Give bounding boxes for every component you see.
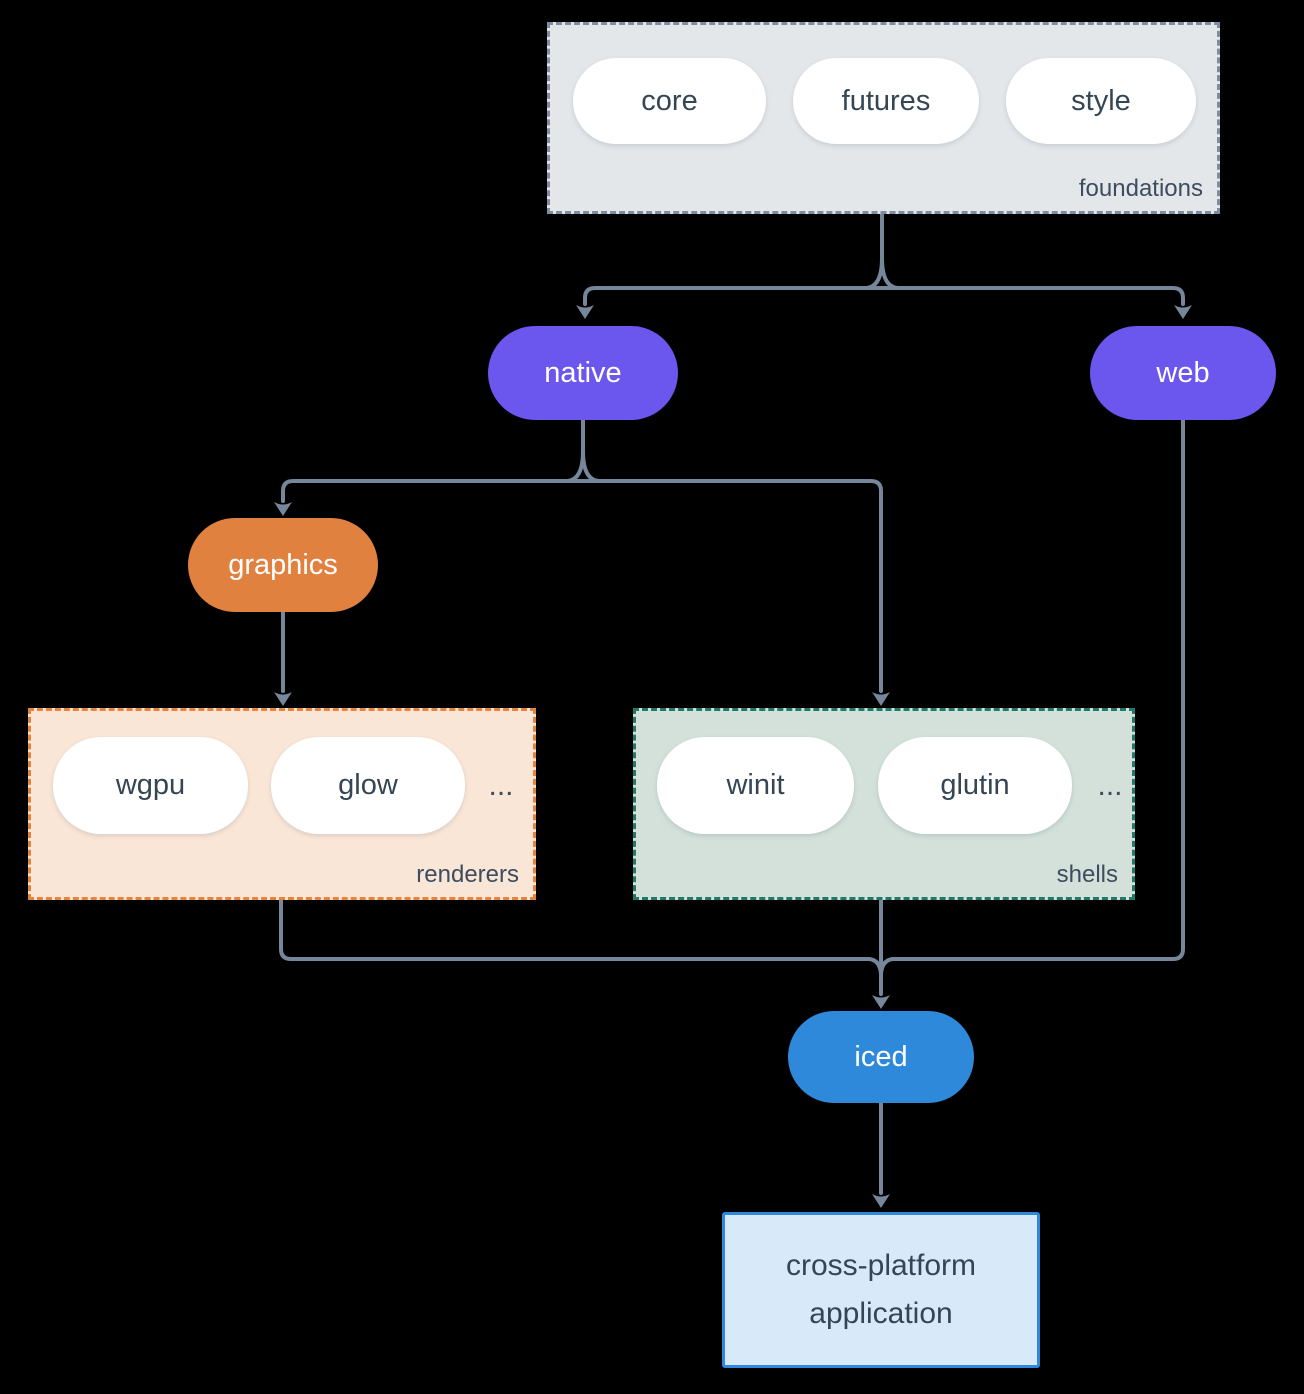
renderers-ellipsis: ... (488, 768, 514, 802)
edge-native-flare-right (581, 449, 601, 483)
node-graphics-label: graphics (228, 548, 338, 581)
node-glutin: glutin (878, 737, 1072, 834)
node-web-label: web (1156, 356, 1210, 389)
edge-native-flare-left (565, 449, 585, 483)
group-foundations-label: foundations (1078, 175, 1203, 202)
shells-ellipsis: ... (1097, 768, 1123, 802)
node-winit-label: winit (726, 769, 785, 801)
arrowhead-renderers (274, 692, 292, 706)
node-wgpu-label: wgpu (115, 769, 186, 801)
node-futures: futures (793, 58, 979, 144)
arrowhead-application (872, 1194, 890, 1208)
node-application-label-line1: cross-platform (785, 1249, 977, 1282)
node-native: native (488, 326, 678, 420)
node-application-label-line2: application (809, 1297, 953, 1330)
node-iced: iced (788, 1011, 974, 1103)
edge-foundations-flare-right (880, 256, 900, 290)
edge-renderers-merge (279, 898, 871, 961)
edge-web-merge (891, 418, 1185, 961)
group-shells-label: shells (1056, 861, 1118, 888)
node-glow-label: glow (338, 769, 398, 801)
node-graphics: graphics (188, 518, 378, 612)
group-renderers-label: renderers (416, 861, 519, 888)
node-native-label: native (544, 356, 622, 389)
node-core-label: core (641, 84, 698, 117)
group-renderers: wgpu glow ... renderers (28, 708, 536, 900)
arrowhead-web (1174, 305, 1192, 319)
arrowhead-graphics (274, 502, 292, 516)
node-core: core (573, 58, 766, 144)
edge-foundations-flare-left (864, 256, 884, 290)
arrowhead-iced (872, 995, 890, 1009)
edge-split-graphics-shells (281, 479, 883, 693)
node-glow: glow (271, 737, 465, 834)
group-shells: winit glutin ... shells (633, 708, 1135, 900)
node-winit: winit (657, 737, 854, 834)
node-web: web (1090, 326, 1276, 420)
arrowhead-native (576, 305, 594, 319)
node-iced-label: iced (854, 1040, 908, 1073)
edge-merge-flare-right (879, 957, 895, 976)
arrowhead-shells (872, 692, 890, 706)
node-futures-label: futures (841, 84, 931, 117)
node-style: style (1006, 58, 1196, 144)
node-application: cross-platform application (722, 1212, 1040, 1368)
group-foundations: core futures style foundations (547, 22, 1220, 214)
node-glutin-label: glutin (940, 769, 1010, 801)
edge-split-native-web (583, 286, 1185, 306)
node-wgpu: wgpu (53, 737, 248, 834)
node-style-label: style (1071, 84, 1131, 117)
